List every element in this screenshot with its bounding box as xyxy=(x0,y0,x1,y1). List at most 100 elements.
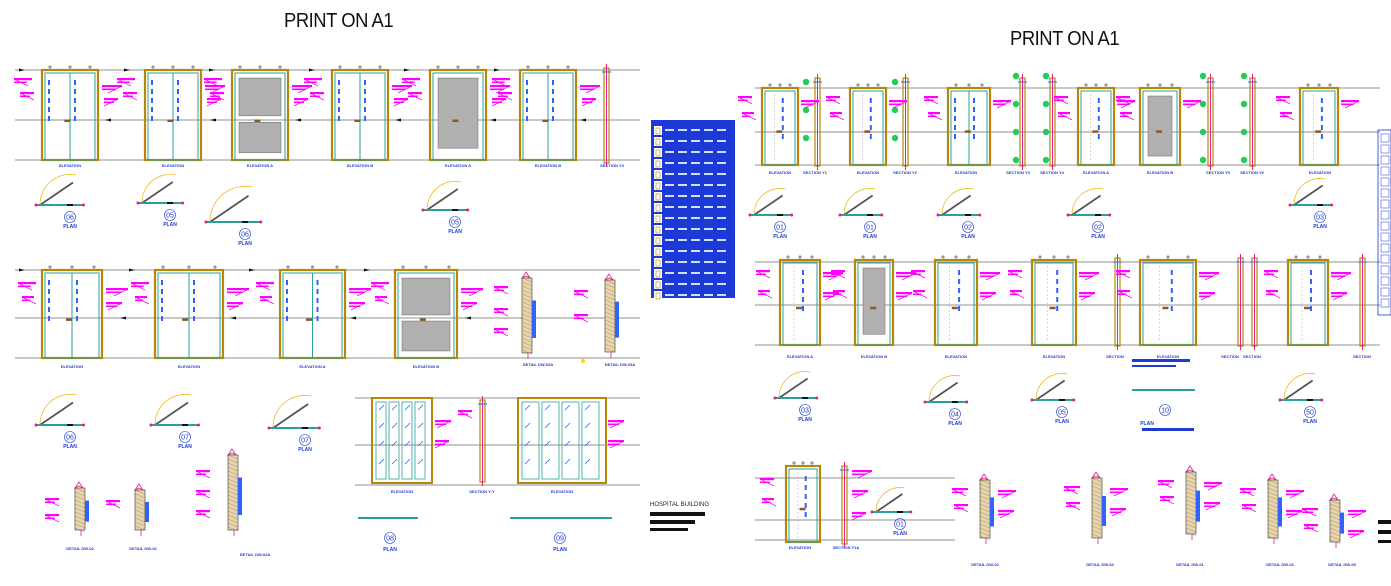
annotation-note xyxy=(493,286,509,295)
door-plan xyxy=(1278,373,1324,418)
section-marker xyxy=(1240,72,1248,80)
schedule-icon xyxy=(655,292,661,300)
schedule-text xyxy=(678,151,687,153)
section-marker xyxy=(1199,72,1207,80)
schedule-edge-cell xyxy=(1380,232,1390,242)
elevation-label: ELEVATION A xyxy=(787,354,813,359)
annotation-note xyxy=(1348,510,1367,519)
section-marker xyxy=(802,134,810,142)
section-marker xyxy=(1199,128,1207,136)
schedule-text xyxy=(704,272,713,274)
plan-tag: 07 xyxy=(301,438,309,445)
section-marker xyxy=(1042,128,1050,136)
schedule-text xyxy=(678,129,687,131)
schedule-text xyxy=(678,294,687,296)
elevation-label: SECTION Y-Y xyxy=(469,489,495,494)
level-arrow xyxy=(129,268,135,272)
sheet-title-left: PRINT ON A1 xyxy=(284,10,394,32)
annotation-note xyxy=(106,288,129,297)
schedule-text xyxy=(704,206,713,208)
section-marker xyxy=(1199,100,1207,108)
detail-section xyxy=(1184,465,1200,540)
schedule-icon xyxy=(655,237,661,245)
schedule-text xyxy=(678,195,687,197)
plan-label: PLAN xyxy=(1091,234,1105,240)
schedule-edge-cell xyxy=(1380,243,1390,253)
level-arrow xyxy=(364,268,370,272)
schedule-text xyxy=(691,261,700,263)
schedule-text xyxy=(704,261,713,263)
schedule-cell xyxy=(654,137,662,146)
elevation-label: ELEVATION A xyxy=(247,163,273,168)
annotation-note xyxy=(998,490,1017,499)
schedule-text xyxy=(691,162,700,164)
schedule-text xyxy=(704,228,713,230)
level-arrow xyxy=(350,316,356,320)
section-marker xyxy=(1012,72,1020,80)
annotation-note xyxy=(1159,496,1175,505)
annotation-note xyxy=(927,112,943,121)
door-elevation xyxy=(40,265,104,360)
schedule-text xyxy=(691,206,700,208)
annotation-note xyxy=(44,514,60,523)
detail-section xyxy=(978,473,994,544)
door-plan xyxy=(1288,178,1334,223)
schedule-cell xyxy=(654,247,662,256)
section-marker xyxy=(1042,156,1050,164)
schedule-text xyxy=(678,283,687,285)
annotation-note xyxy=(1204,502,1221,511)
annotation-note xyxy=(737,96,753,105)
annotation-note xyxy=(953,504,969,513)
section-marker xyxy=(1042,72,1050,80)
schedule-text xyxy=(665,173,674,175)
section-strip xyxy=(901,74,910,170)
annotation-note xyxy=(1199,272,1220,281)
detail-label: DETAIL DW-02 xyxy=(129,546,157,551)
annotation-note xyxy=(608,440,625,449)
elevation-label: SECTION Y3 xyxy=(1006,170,1030,175)
annotation-note xyxy=(1115,96,1131,105)
annotation-note xyxy=(832,290,848,299)
annotation-note xyxy=(1341,100,1360,109)
schedule-text xyxy=(678,217,687,219)
section-marker xyxy=(891,106,899,114)
door-elevation xyxy=(848,83,888,167)
elevation-label: SECTION Y6 xyxy=(1240,170,1264,175)
schedule-text xyxy=(717,184,726,186)
schedule-edge-cell xyxy=(1380,298,1390,308)
section-marker xyxy=(1012,100,1020,108)
schedule-text xyxy=(691,283,700,285)
annotation-note xyxy=(461,302,478,311)
annotation-note xyxy=(1183,100,1202,109)
elevation-label: ELEVATION xyxy=(59,163,81,168)
door-plan xyxy=(1030,373,1076,418)
plan-tag: 09 xyxy=(556,536,564,543)
schedule-edge-cell xyxy=(1380,199,1390,209)
annotation-note xyxy=(434,440,450,449)
plan-label: PLAN xyxy=(238,241,252,247)
schedule-cell xyxy=(654,203,662,212)
annotation-note xyxy=(1117,290,1133,299)
annotation-note xyxy=(491,98,507,107)
door-plan xyxy=(1066,188,1112,233)
schedule-text xyxy=(704,184,713,186)
spec-bar xyxy=(1142,428,1194,431)
annotation-note xyxy=(130,282,149,291)
schedule-text xyxy=(665,129,674,131)
annotation-note xyxy=(852,490,869,499)
annotation-note xyxy=(1079,272,1100,281)
detail-label: DETAIL DW-03 xyxy=(1086,562,1114,567)
detail-section xyxy=(73,481,89,536)
schedule-text xyxy=(678,228,687,230)
elevation-label: SECTION Y2 xyxy=(893,170,917,175)
schedule-icon xyxy=(655,270,661,278)
section-marker xyxy=(802,78,810,86)
level-arrow xyxy=(19,68,25,72)
annotation-note xyxy=(105,500,121,509)
annotation-note xyxy=(303,78,322,87)
annotation-note xyxy=(17,282,36,291)
schedule-edge-cell xyxy=(1380,221,1390,231)
schedule-edge-cell xyxy=(1380,287,1390,297)
glazed-screen xyxy=(517,397,607,484)
plan-tag: 50 xyxy=(1306,410,1314,417)
